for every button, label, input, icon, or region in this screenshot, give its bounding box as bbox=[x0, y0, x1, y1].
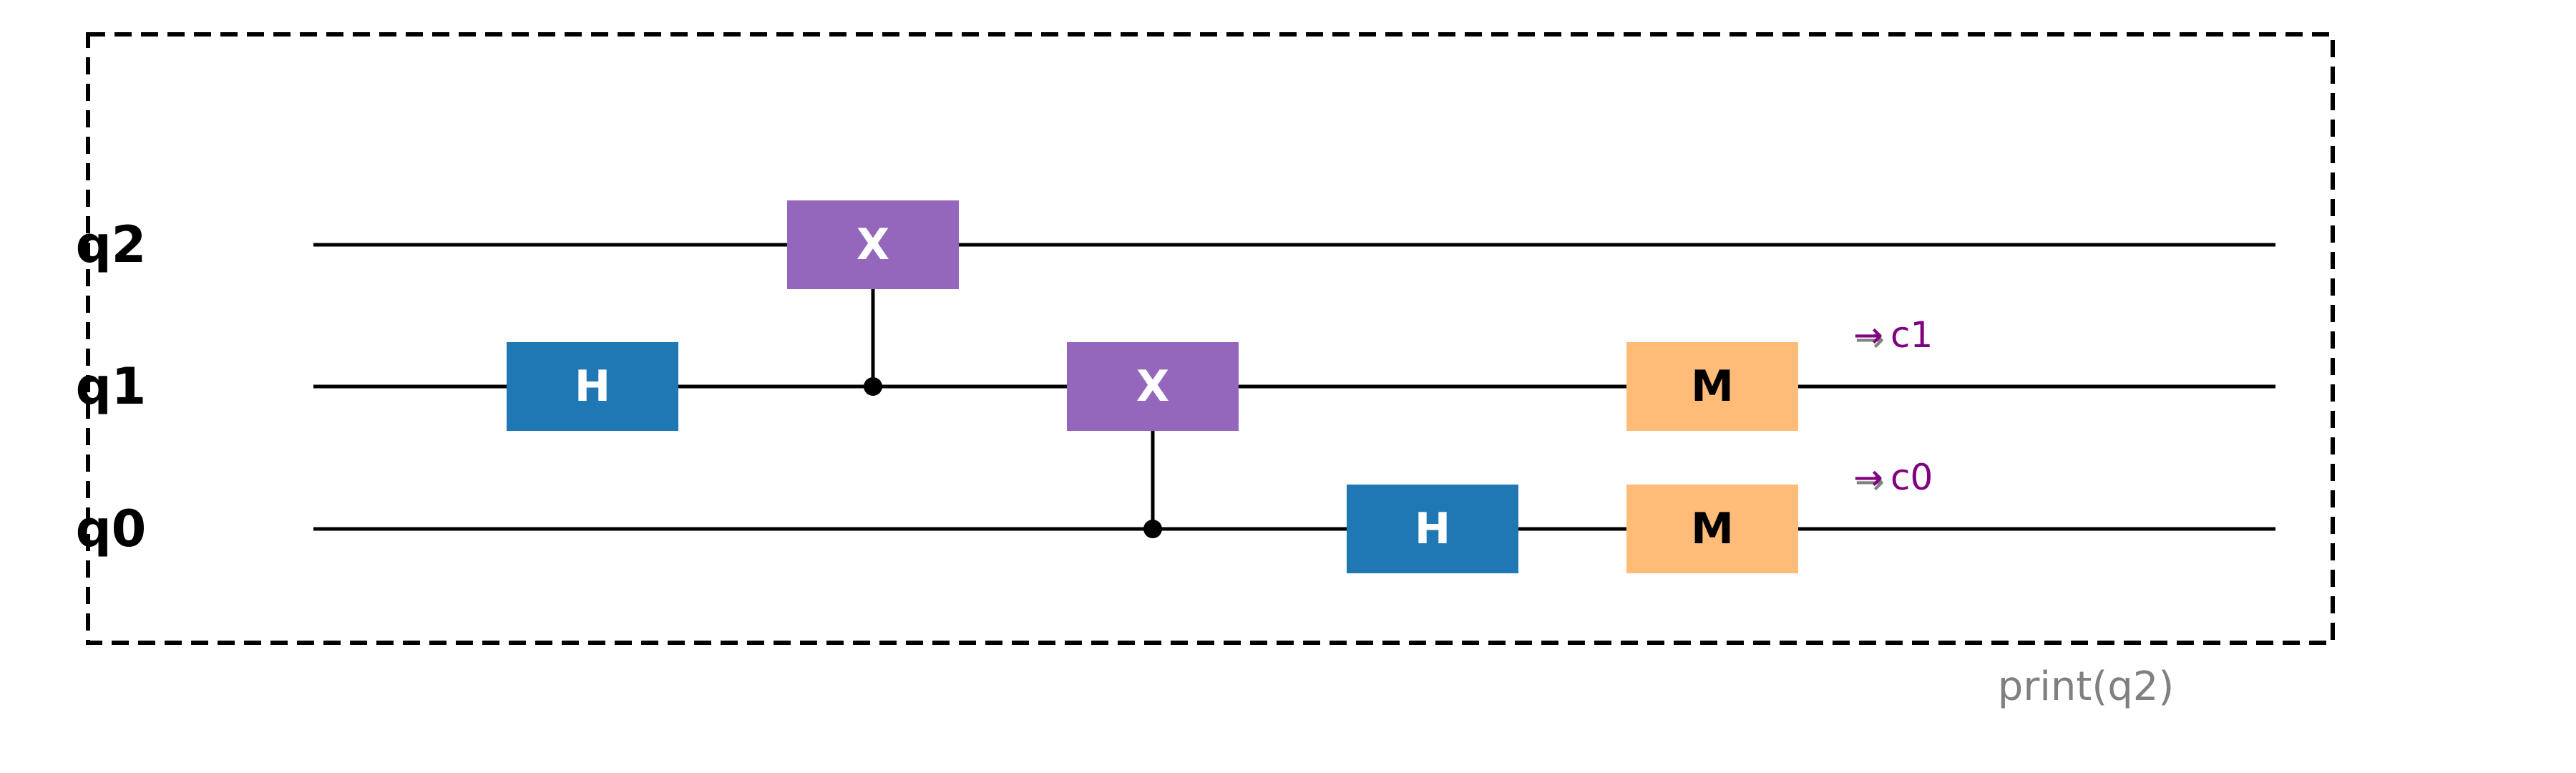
qubit-label-q1: q1 bbox=[76, 357, 147, 416]
hadamard-gate-label: H bbox=[1415, 504, 1450, 554]
classical-label-c0: →→c0 bbox=[1853, 457, 1933, 502]
hadamard-gate-box bbox=[507, 342, 678, 431]
classical-register-label: c1 bbox=[1890, 314, 1933, 356]
measure-gate-q0: M bbox=[1626, 485, 1798, 573]
cnot-gate-box bbox=[787, 200, 959, 289]
classical-arrow-icon: → bbox=[1853, 314, 1883, 356]
cnot-gate-q1: X bbox=[1067, 342, 1239, 431]
hadamard-gate-q0: H bbox=[1347, 485, 1518, 573]
measure-gate-box bbox=[1626, 342, 1798, 431]
control-dot-q0 bbox=[1143, 520, 1162, 538]
classical-arrow-shadow-icon: → bbox=[1855, 319, 1885, 360]
cnot-gate-q2: X bbox=[787, 200, 959, 289]
cnot-gate-label: X bbox=[1136, 361, 1169, 412]
measure-gate-label: M bbox=[1691, 361, 1734, 412]
classical-arrow-icon: → bbox=[1853, 457, 1883, 498]
hadamard-gate-label: H bbox=[575, 361, 610, 412]
cnot-gate-label: X bbox=[857, 220, 889, 270]
cnot-gate-box bbox=[1067, 342, 1239, 431]
qubit-label-q2: q2 bbox=[76, 215, 147, 274]
circuit-frame bbox=[86, 32, 2335, 645]
classical-arrow-shadow-icon: → bbox=[1855, 461, 1885, 502]
control-dot-q1 bbox=[864, 377, 882, 396]
classical-label-c1: →→c1 bbox=[1853, 314, 1933, 360]
classical-register-label: c0 bbox=[1890, 457, 1933, 498]
hadamard-gate-q1: H bbox=[507, 342, 678, 431]
hadamard-gate-box bbox=[1347, 485, 1518, 573]
measure-gate-q1: M bbox=[1626, 342, 1798, 431]
gates-layer: H X X H M M bbox=[507, 200, 1798, 573]
measure-gate-label: M bbox=[1691, 504, 1734, 554]
measure-gate-box bbox=[1626, 485, 1798, 573]
qubit-label-q0: q0 bbox=[76, 500, 147, 558]
caption-text: print(q2) bbox=[1998, 663, 2174, 710]
